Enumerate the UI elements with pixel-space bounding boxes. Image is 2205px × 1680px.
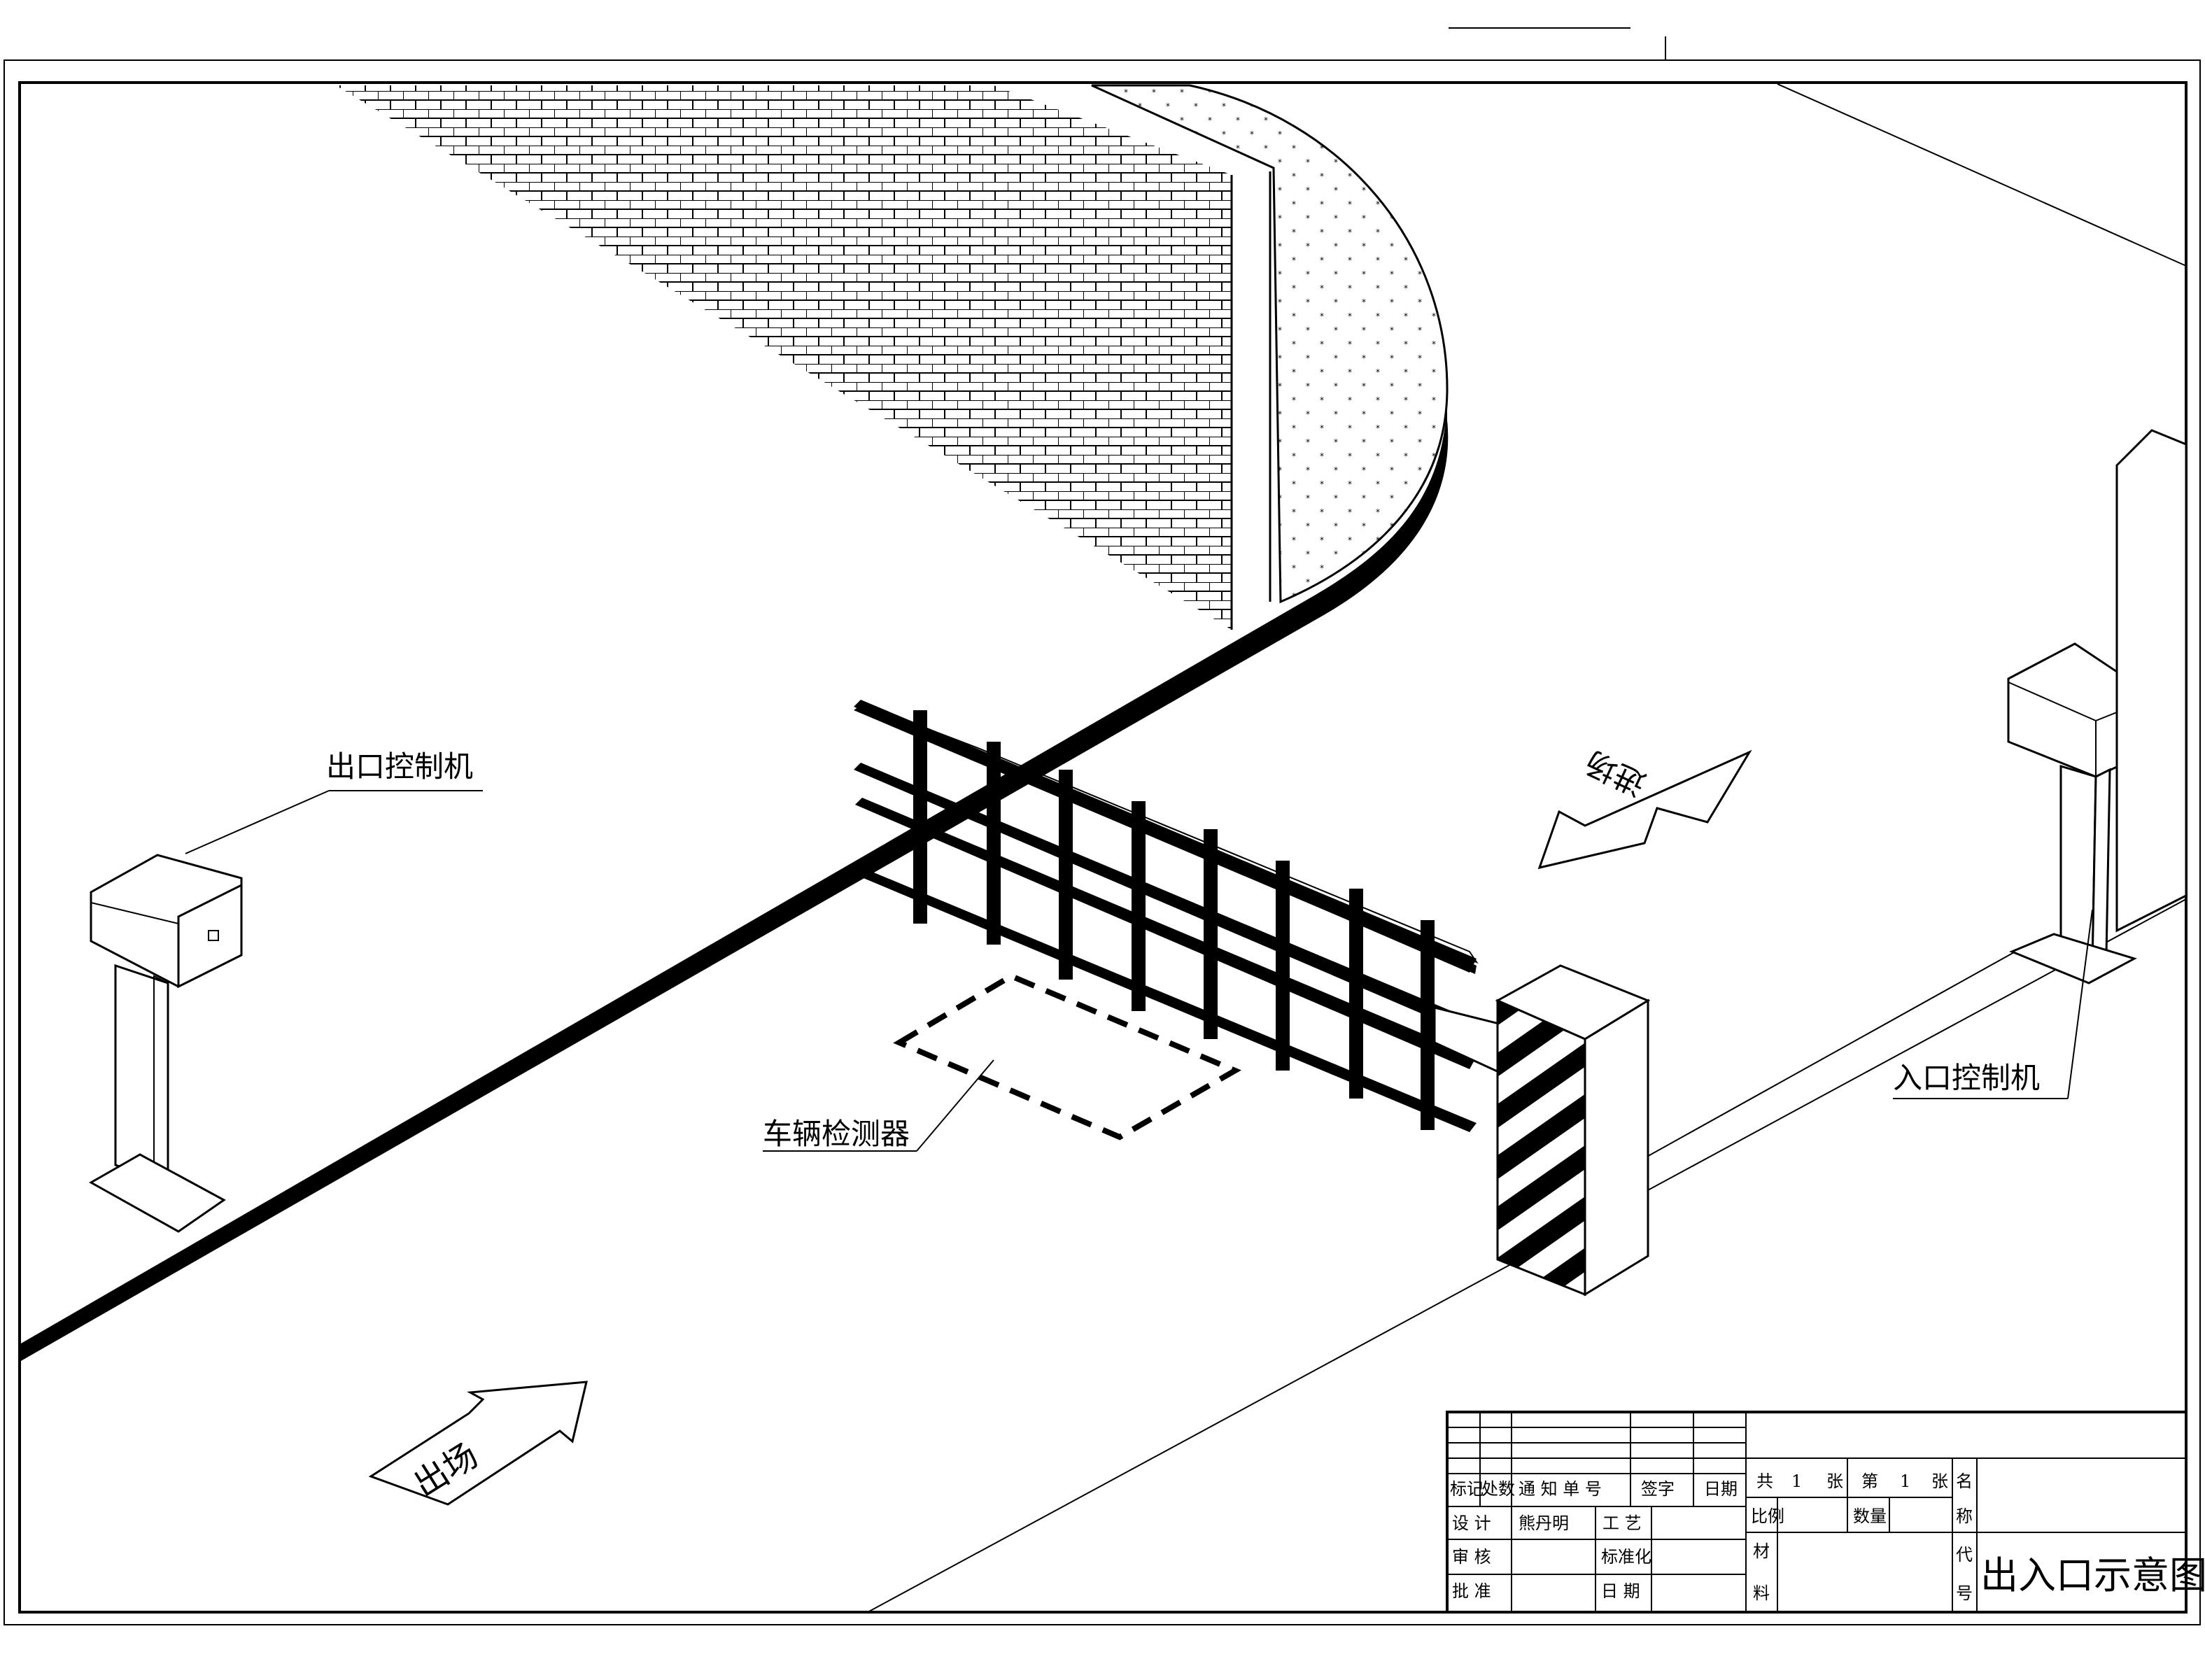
tb-name-1: 名 bbox=[1956, 1471, 1973, 1491]
exit-controller: 出口控制机 bbox=[88, 749, 483, 1233]
tb-count: 处数 bbox=[1481, 1479, 1515, 1499]
tb-material-2: 料 bbox=[1753, 1583, 1770, 1603]
tb-code-2: 号 bbox=[1956, 1583, 1973, 1603]
entry-arrow: 进场 bbox=[1537, 744, 1752, 870]
tb-sheet-no-label: 第 bbox=[1861, 1471, 1878, 1491]
tb-material-1: 材 bbox=[1753, 1541, 1770, 1561]
tb-sheet-unit2: 张 bbox=[1931, 1471, 1948, 1491]
tb-name-2: 称 bbox=[1956, 1506, 1973, 1526]
entry-arrow-label: 进场 bbox=[1580, 744, 1651, 802]
tb-designer: 熊丹明 bbox=[1519, 1513, 1569, 1533]
exit-arrow: 出场 bbox=[368, 1381, 588, 1506]
tb-drawing-title: 出入口示意图 bbox=[1980, 1553, 2205, 1597]
barrier-gate-cabinet bbox=[1495, 964, 1651, 1297]
tb-quantity: 数量 bbox=[1853, 1506, 1887, 1526]
title-block: 标记 处数 通 知 单 号 签字 日期 设 计 熊丹明 工 艺 审 核 标准化 … bbox=[1446, 1411, 2205, 1614]
tb-notice-no: 通 知 单 号 bbox=[1519, 1479, 1602, 1499]
tb-process: 工 艺 bbox=[1602, 1513, 1642, 1533]
tb-date: 日期 bbox=[1704, 1479, 1738, 1499]
tb-signature: 签字 bbox=[1641, 1479, 1675, 1499]
tb-code-1: 代 bbox=[1956, 1545, 1973, 1565]
tb-mark: 标记 bbox=[1450, 1479, 1484, 1499]
tb-date2: 日 期 bbox=[1601, 1581, 1640, 1601]
tb-scale: 比例 bbox=[1751, 1506, 1784, 1526]
tb-sheet-no: 1 bbox=[1900, 1471, 1910, 1491]
entry-controller: 入口控制机 bbox=[1893, 429, 2188, 1099]
building-island bbox=[21, 84, 1449, 1361]
tb-total-n: 1 bbox=[1791, 1471, 1802, 1491]
vehicle-detector-loop: 车辆检测器 bbox=[763, 973, 1241, 1152]
entry-controller-label: 入口控制机 bbox=[1893, 1061, 2040, 1095]
exit-controller-label: 出口控制机 bbox=[326, 749, 473, 784]
tb-standardization: 标准化 bbox=[1601, 1547, 1651, 1567]
tb-review: 审 核 bbox=[1452, 1547, 1491, 1567]
tb-sheet-unit: 张 bbox=[1826, 1471, 1843, 1491]
barrier-arm-fence bbox=[854, 700, 1562, 1132]
vehicle-detector-label: 车辆检测器 bbox=[763, 1117, 910, 1151]
tb-design: 设 计 bbox=[1452, 1513, 1491, 1533]
tb-total: 共 bbox=[1756, 1471, 1773, 1491]
tb-approve: 批 准 bbox=[1452, 1581, 1491, 1601]
